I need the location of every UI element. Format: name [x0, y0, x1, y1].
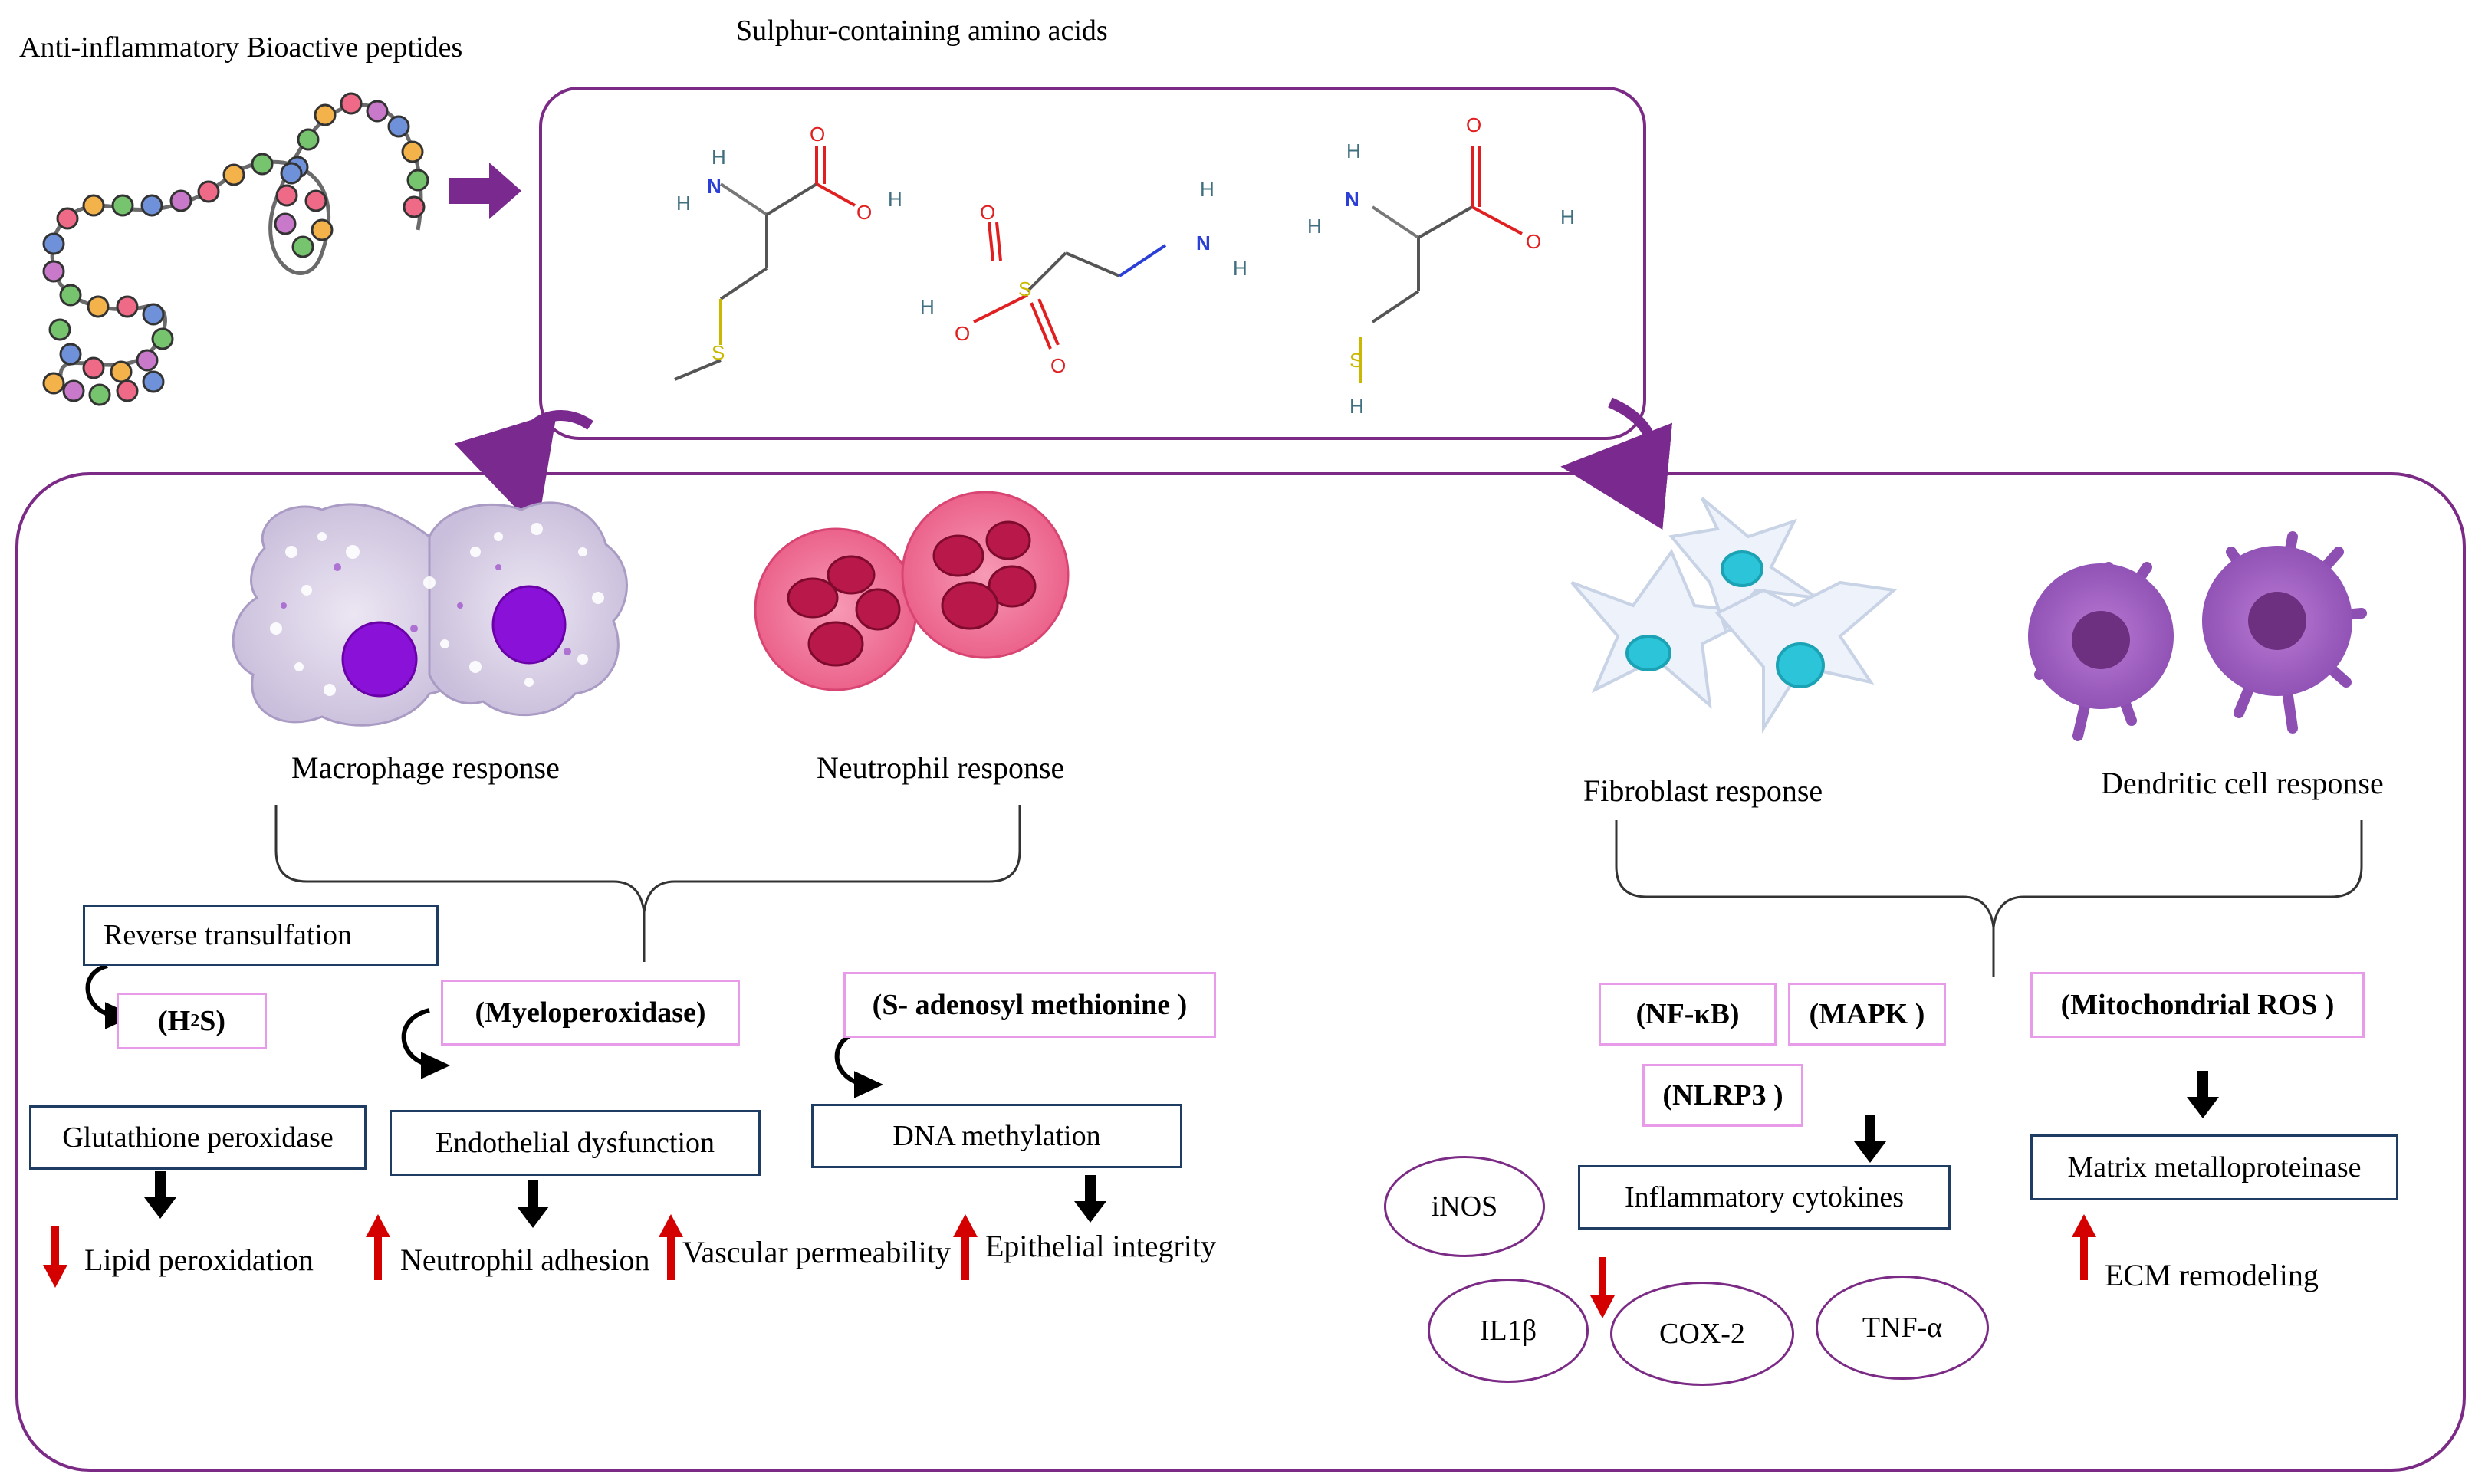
neutrophil-adhesion-label: Neutrophil adhesion — [400, 1243, 650, 1277]
right-curved-arrow-icon — [1560, 397, 1672, 530]
methionine-s: S — [712, 341, 725, 364]
myeloperoxidase-box: (Myeloperoxidase) — [441, 980, 740, 1046]
tnfa-oval: TNF-α — [1816, 1276, 1989, 1380]
macrophage-label: Macrophage response — [291, 750, 560, 785]
glutathione-peroxidase-box: Glutathione peroxidase — [29, 1105, 367, 1170]
inflammatory-cytokines-box: Inflammatory cytokines — [1578, 1165, 1951, 1230]
left-brace — [274, 805, 1021, 962]
taurine-o-1: O — [980, 201, 996, 224]
dendritic-label: Dendritic cell response — [2101, 766, 2384, 800]
taurine-o-3: O — [1050, 354, 1067, 377]
cysteine-h-4: H — [1349, 395, 1364, 418]
il1b-oval: IL1β — [1428, 1279, 1589, 1383]
methionine-molecule — [674, 146, 856, 381]
epithelial-integrity-label: Epithelial integrity — [985, 1229, 1217, 1263]
fibroblast-label: Fibroblast response — [1583, 773, 1823, 808]
peptide-to-aminoacid-arrow-icon — [449, 163, 521, 219]
cysteine-o-2: O — [1526, 230, 1542, 253]
taurine-molecule — [973, 222, 1167, 350]
endothelial-dysfunction-box: Endothelial dysfunction — [390, 1110, 761, 1176]
cox2-oval: COX-2 — [1610, 1282, 1794, 1386]
mitochondrial-ros-box: (Mitochondrial ROS ) — [2030, 972, 2365, 1038]
nfkb-box: (NF-κB) — [1599, 983, 1777, 1046]
dendritic-cell-illustration — [2028, 531, 2367, 741]
taurine-h-2: H — [1200, 178, 1215, 201]
matrix-metalloproteinase-box: Matrix metalloproteinase — [2030, 1134, 2398, 1200]
immune-response-frame — [15, 472, 2466, 1472]
methionine-h-2: H — [676, 192, 691, 215]
cysteine-h-2: H — [1307, 215, 1322, 238]
taurine-h-1: H — [920, 295, 935, 318]
red-arrows — [43, 1214, 2096, 1318]
taurine-n: N — [1196, 231, 1211, 254]
left-curved-arrow-icon — [454, 410, 594, 530]
ecm-remodeling-label: ECM remodeling — [2105, 1258, 2319, 1292]
neutrophil-label: Neutrophil response — [817, 750, 1065, 785]
taurine-s: S — [1018, 277, 1032, 300]
taurine-h-3: H — [1233, 257, 1247, 280]
inos-oval: iNOS — [1384, 1156, 1545, 1257]
methionine-h-3: H — [888, 188, 902, 211]
macrophage-illustration — [232, 501, 628, 727]
taurine-o-2: O — [955, 322, 971, 345]
neutrophil-illustration — [754, 491, 1070, 691]
cysteine-s: S — [1349, 349, 1363, 372]
peptides-title: Anti-inflammatory Bioactive peptides — [19, 31, 463, 64]
cysteine-o-1: O — [1466, 113, 1482, 136]
lipid-peroxidation-label: Lipid peroxidation — [84, 1243, 314, 1277]
sam-box: (S- adenosyl methionine ) — [843, 972, 1216, 1038]
reverse-transulfation-box: Reverse transulfation — [83, 905, 439, 966]
fibroblast-illustration — [1570, 497, 1898, 734]
h2s-s: S) — [199, 1005, 225, 1037]
cysteine-h-1: H — [1346, 140, 1361, 163]
amino-acid-frame — [539, 87, 1646, 440]
h2s-subscript: 2 — [190, 1010, 200, 1031]
amino-acids-title: Sulphur-containing amino acids — [736, 15, 1108, 47]
right-brace — [1615, 820, 2363, 977]
methionine-n: N — [707, 175, 722, 198]
cysteine-n: N — [1345, 188, 1359, 211]
methionine-o-2: O — [856, 201, 873, 224]
methionine-o-1: O — [810, 123, 826, 146]
dna-methylation-box: DNA methylation — [811, 1104, 1182, 1168]
black-down-arrows — [144, 1071, 2219, 1228]
nlrp3-box: (NLRP3 ) — [1642, 1064, 1803, 1127]
cysteine-molecule — [1359, 146, 1523, 383]
methionine-h-1: H — [712, 146, 726, 169]
cysteine-h-3: H — [1560, 205, 1575, 228]
peptide-chain-illustration — [42, 92, 429, 406]
mapk-box: (MAPK ) — [1788, 983, 1946, 1046]
h2s-h: (H — [157, 1005, 191, 1037]
vascular-permeability-label: Vascular permeability — [682, 1235, 951, 1269]
